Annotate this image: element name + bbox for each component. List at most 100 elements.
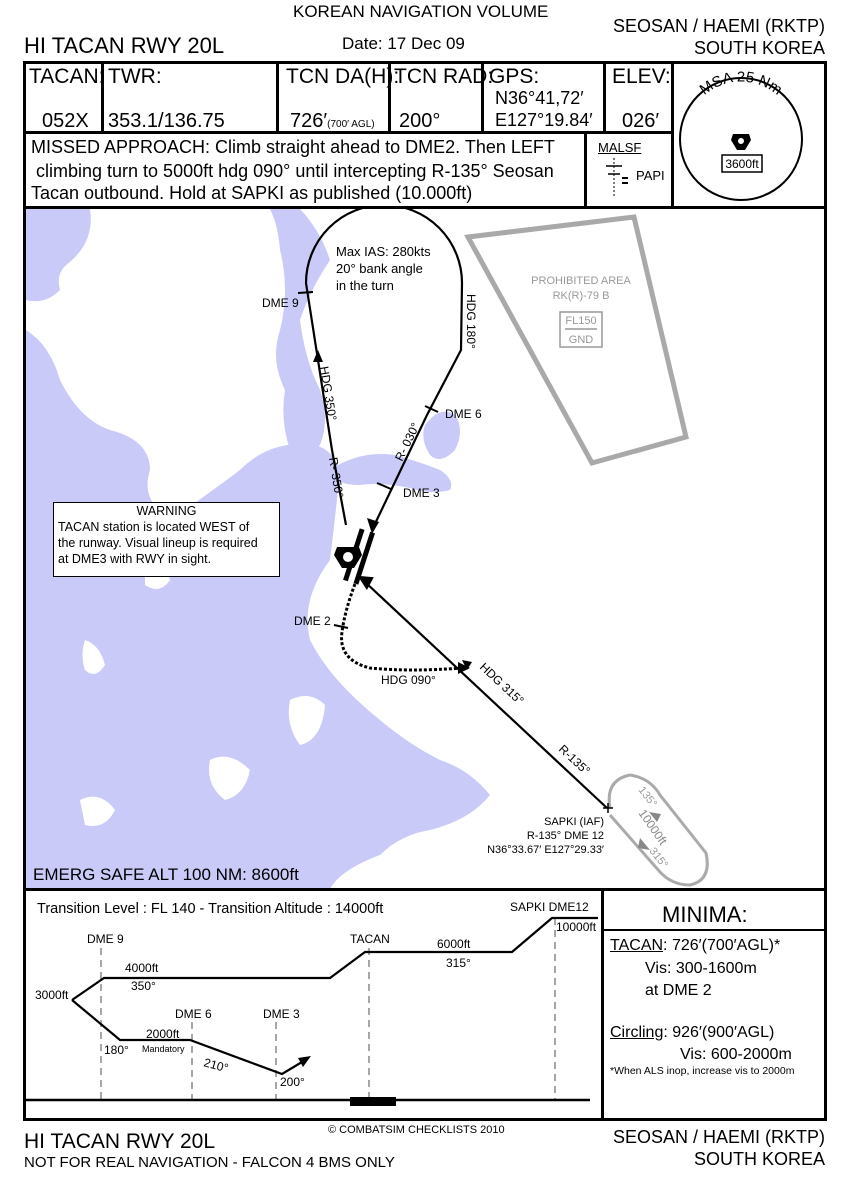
- gps-east: E127°19.84′: [495, 110, 593, 130]
- minima-note: *When ALS inop, increase vis to 2000m: [610, 1065, 795, 1077]
- profile-divider: [23, 888, 827, 891]
- minima-tacan: TACAN: 726′(700′AGL)*: [610, 937, 780, 955]
- chart-frame: [23, 61, 827, 1121]
- tacan-label: TACAN: [350, 932, 390, 946]
- msa-value-box: [721, 154, 763, 173]
- alt-6000: 6000ft: [437, 937, 471, 951]
- dme6-label: DME 6: [445, 407, 482, 421]
- minima-tacan-at: at DME 2: [645, 982, 712, 999]
- water-areas: [26, 209, 490, 889]
- missed-line-2: climbing turn to 5000ft hdg 090° until i…: [36, 161, 554, 181]
- outbound-arrow: [357, 575, 374, 590]
- info-div-5: [603, 61, 606, 133]
- transition-text: Transition Level : FL 140 - Transition A…: [37, 901, 383, 917]
- inbound-profile: [71, 916, 598, 1001]
- sapki-radial: R-135° DME 12: [527, 830, 604, 842]
- hold-outbound: 315°: [647, 845, 670, 870]
- twr-label: TWR:: [108, 65, 162, 88]
- warning-line-1: TACAN station is located WEST of: [58, 520, 250, 534]
- altitude-box: [559, 311, 603, 348]
- bank-label: 20° bank angle: [336, 261, 423, 276]
- sapki-name: SAPKI (IAF): [544, 816, 604, 828]
- minima-tacan-value: : 726′(700′AGL)*: [663, 937, 781, 954]
- info-div-3: [388, 61, 391, 133]
- r030-label: R- 030°: [392, 420, 423, 463]
- dme3-tick: [376, 482, 392, 490]
- alt-10000: 10000ft: [556, 920, 597, 934]
- rad-value: 200°: [399, 110, 441, 132]
- chart-date: Date: 17 Dec 09: [342, 34, 465, 53]
- prohibited-area: [464, 214, 689, 466]
- r350-label: R- 350°: [326, 456, 346, 499]
- minima-title-divider: [603, 929, 827, 931]
- elev-value: 026′: [622, 110, 660, 132]
- missed-line-1: MISSED APPROACH: Climb straight ahead to…: [31, 137, 555, 157]
- minima-circling-value: : 926′(900′AGL): [663, 1024, 775, 1041]
- info-div-4: [481, 61, 484, 133]
- gps-label: GPS:: [489, 65, 540, 88]
- chart-title: HI TACAN RWY 20L: [24, 33, 225, 58]
- hdg315-label: HDG 315°: [477, 660, 527, 708]
- minima-divider: [601, 888, 604, 1121]
- alt-3000: 3000ft: [35, 988, 69, 1002]
- sapki-coords: N36°33.67′ E127°29.33′: [487, 844, 604, 856]
- tacan-symbol-icon: [731, 134, 751, 150]
- missed-divider: [23, 206, 827, 209]
- minima-title: MINIMA:: [662, 902, 748, 927]
- msa-circle: [679, 77, 803, 201]
- msa-label: MSA 25 Nm: [697, 69, 786, 99]
- info-div-6: [671, 61, 674, 208]
- missed-div: [584, 131, 587, 208]
- volume-title: KOREAN NAVIGATION VOLUME: [293, 2, 549, 21]
- twr-frequency: 353.1/136.75: [108, 110, 225, 132]
- sapki-dme12-label: SAPKI DME12: [510, 900, 589, 914]
- lighting-icon: [606, 158, 628, 196]
- warning-title: WARNING: [136, 504, 197, 518]
- country-name: SOUTH KOREA: [693, 38, 825, 58]
- minima-tacan-vis: Vis: 300-1600m: [645, 960, 757, 977]
- da-feet: 726′: [290, 110, 328, 132]
- gnd-label: GND: [569, 334, 594, 346]
- approach-map: PROHIBITED AREA RK(R)-79 B FL150 GND Max…: [26, 209, 709, 889]
- dme3-label: DME 3: [263, 1007, 300, 1021]
- gps-north: N36°41,72′: [495, 88, 584, 108]
- r135-label: R-135°: [556, 742, 593, 778]
- sapki-fix-icon: [603, 803, 613, 813]
- fl150-label: FL150: [565, 315, 596, 327]
- da-label: TCN DA(H):: [286, 65, 400, 88]
- missed-profile: [71, 999, 303, 1076]
- alt-4000: 4000ft: [125, 961, 159, 975]
- hdg-180: 180°: [104, 1043, 129, 1057]
- prohibited-label: PROHIBITED AREA: [531, 275, 631, 287]
- tacan-label: TACAN:: [29, 65, 105, 88]
- dme6-tick: [424, 405, 439, 413]
- inbound-arrow: [367, 518, 379, 534]
- rad-label: TCN RAD:: [394, 65, 494, 88]
- dme9-label: DME 9: [262, 296, 299, 310]
- hdg-200: 200°: [280, 1075, 305, 1089]
- profile-view: Transition Level : FL 140 - Transition A…: [26, 900, 598, 1106]
- hdg315-arrow: [462, 660, 472, 670]
- dme9-label: DME 9: [87, 932, 124, 946]
- info-div-2: [276, 61, 279, 133]
- r350-line: [330, 449, 348, 526]
- max-ias-label: Max IAS: 280kts: [336, 244, 431, 259]
- footer-disclaimer: NOT FOR REAL NAVIGATION - FALCON 4 BMS O…: [24, 1154, 395, 1171]
- emerg-safe-alt: EMERG SAFE ALT 100 NM: 8600ft: [33, 865, 299, 884]
- tacan-channel: 052X: [42, 110, 89, 132]
- tacan-station-icon: [334, 547, 362, 568]
- runway-profile: [350, 1097, 396, 1106]
- footer-copyright: © COMBATSIM CHECKLISTS 2010: [328, 1124, 505, 1136]
- approach-track: [304, 209, 608, 809]
- climb-arrow: [298, 1056, 311, 1067]
- minima-circling: Circling: 926′(900′AGL): [610, 1024, 774, 1042]
- warning-line-2: the runway. Visual lineup is required: [58, 536, 258, 550]
- da-agl: (700′ AGL): [327, 119, 375, 130]
- hdg-210: 210°: [202, 1055, 230, 1075]
- dme2-label: DME 2: [294, 614, 331, 628]
- minima-circling-label: Circling: [610, 1024, 664, 1041]
- papi-label: PAPI: [636, 168, 665, 183]
- hdg090-label: HDG 090°: [381, 673, 436, 687]
- msa-diagram: MSA 25 Nm 3600ft: [679, 69, 803, 201]
- info-row-divider: [23, 131, 674, 134]
